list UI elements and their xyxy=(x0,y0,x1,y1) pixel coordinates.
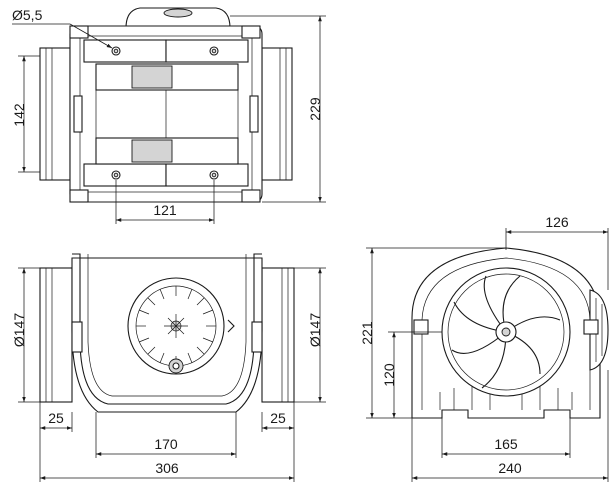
flow-arrow-icon xyxy=(227,319,235,333)
side-view xyxy=(411,247,609,419)
side-motor-hump xyxy=(589,289,609,371)
dim-front-diameter-right: Ø147 xyxy=(307,313,323,347)
dim-side-total-width: 240 xyxy=(498,460,522,476)
side-left-latch xyxy=(413,319,429,335)
top-view-dimensions: Ø5,5 142 229 121 xyxy=(11,7,326,224)
dim-top-mount-width: 121 xyxy=(153,202,177,218)
front-view xyxy=(39,253,295,413)
top-right-spigot xyxy=(261,47,293,181)
front-left-latch xyxy=(71,321,83,353)
front-left-spigot xyxy=(39,267,73,403)
dim-side-base-width: 165 xyxy=(494,436,518,452)
front-view-dimensions: Ø147 Ø147 25 25 170 306 xyxy=(11,267,326,482)
dim-side-axis-height: 120 xyxy=(381,363,397,387)
dim-spigot-left: 25 xyxy=(48,410,64,426)
dim-top-height-total: 229 xyxy=(307,97,323,121)
front-right-latch xyxy=(251,321,263,353)
top-view xyxy=(39,7,293,203)
dim-front-diameter-left: Ø147 xyxy=(11,313,27,347)
top-cap xyxy=(163,8,193,18)
top-left-spigot xyxy=(39,47,71,181)
front-right-spigot xyxy=(261,267,295,403)
dim-bolt-hole: Ø5,5 xyxy=(12,7,43,23)
motor-cover-top xyxy=(125,7,231,29)
dim-side-height: 221 xyxy=(359,321,375,345)
front-motor-ribs xyxy=(136,286,216,366)
dim-front-total-width: 306 xyxy=(155,460,179,476)
dim-front-base-width: 170 xyxy=(154,436,178,452)
dim-top-height-inner: 142 xyxy=(11,103,27,127)
side-right-latch xyxy=(583,319,599,335)
dim-side-depth: 126 xyxy=(545,214,569,230)
side-view-dimensions: 126 221 120 165 240 xyxy=(359,214,609,482)
dim-spigot-right: 25 xyxy=(270,410,286,426)
top-screws xyxy=(111,46,219,180)
front-hub-star xyxy=(164,314,188,338)
